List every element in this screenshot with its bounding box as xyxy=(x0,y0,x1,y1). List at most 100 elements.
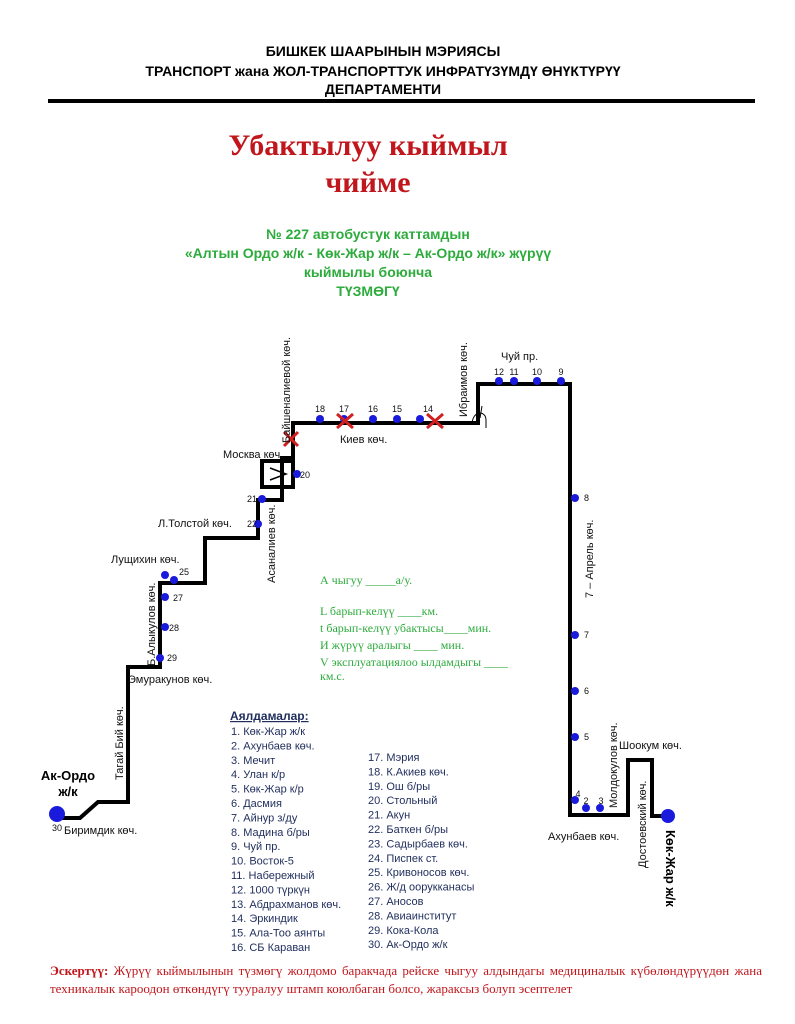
closed-stop-crosses xyxy=(282,412,444,448)
note-label: Эскертүү: xyxy=(50,963,109,978)
stop-2b xyxy=(161,571,169,579)
stop-num-22: 22 xyxy=(247,519,257,529)
legend-column-2: 17. Мэрия 18. К.Акиев көч. 19. Ош б/ры 20. … xyxy=(368,752,474,951)
legend-item: 18. К.Акиев көч. xyxy=(368,766,449,778)
note-text: Жүрүү кыймылынын түзмөгү жолдомо баракча… xyxy=(50,963,762,996)
legend-item: 28. Авиаинститут xyxy=(368,910,456,922)
legend-item: 1. Көк-Жар ж/к xyxy=(231,726,305,738)
stop-21 xyxy=(258,495,266,503)
legend-item: 14. Эркиндик xyxy=(231,913,298,925)
stop-num-8: 8 xyxy=(584,493,589,503)
street-april7: 7 – Апрель көч. xyxy=(584,520,596,598)
info-line-6: км.с. xyxy=(320,669,345,683)
stop-num-20: 20 xyxy=(300,470,310,480)
street-chuy: Чуй пр. xyxy=(501,351,538,363)
stop-terminal-ak-ordo xyxy=(49,806,65,822)
legend-title: Аялдамалар: xyxy=(230,709,309,723)
stop-num-9: 9 xyxy=(558,367,563,377)
legend-item: 21. Акун xyxy=(368,810,410,822)
street-asanaliev: Асаналиев көч. xyxy=(266,505,278,583)
stop-9 xyxy=(557,377,565,385)
legend-item: 6. Дасмия xyxy=(231,798,282,810)
closed-icon xyxy=(282,430,300,448)
stop-8 xyxy=(571,494,579,502)
stop-28 xyxy=(161,623,169,631)
legend-item: 8. Мадина б/ры xyxy=(231,827,310,839)
stop-num-15: 15 xyxy=(392,404,402,414)
stop-3 xyxy=(596,804,604,812)
street-ibraimov: Ибраимов көч. xyxy=(458,342,470,417)
title-line-1: Убактылуу кыймыл xyxy=(228,129,508,162)
stop-18 xyxy=(316,415,324,423)
stop-num-2: 2 xyxy=(583,796,588,806)
stop-16 xyxy=(369,415,377,423)
closed-icon xyxy=(426,412,444,430)
stop-4 xyxy=(571,796,579,804)
legend-item: 25. Кривоносов көч. xyxy=(368,867,469,879)
stop-14 xyxy=(416,415,424,423)
street-kiev: Киев көч. xyxy=(340,434,387,446)
street-shookum: Шоокум көч. xyxy=(619,740,682,752)
stop-num-30: 30 xyxy=(52,823,62,833)
legend-item: 29. Кока-Кола xyxy=(368,925,439,937)
stop-12 xyxy=(495,377,503,385)
stop-num-21: 21 xyxy=(247,494,257,504)
stop-6 xyxy=(571,687,579,695)
stop-7 xyxy=(571,631,579,639)
stop-num-16: 16 xyxy=(368,404,378,414)
stop-27 xyxy=(161,593,169,601)
u-turn-icon xyxy=(471,412,487,428)
legend-item: 30. Ак-Ордо ж/к xyxy=(368,939,448,951)
stop-20 xyxy=(293,470,301,478)
stop-5 xyxy=(571,733,579,741)
stop-dots xyxy=(156,377,604,812)
subtitle-line-1: № 227 автобустук каттамдын xyxy=(266,226,470,242)
legend-item: 10. Восток-5 xyxy=(231,856,294,868)
header-line-1: БИШКЕК ШААРЫНЫН МЭРИЯСЫ xyxy=(266,43,501,59)
stop-num-14: 14 xyxy=(423,404,433,414)
header-line-3: ДЕПАРТАМЕНТИ xyxy=(325,81,441,97)
street-baishenalieva: Байшеналиевой көч. xyxy=(281,337,293,443)
legend-item: 3. Мечит xyxy=(231,755,275,767)
subtitle-line-2: «Алтын Ордо ж/к - Көк-Жар ж/к – Ак-Ордо … xyxy=(185,245,552,261)
legend-item: 17. Мэрия xyxy=(368,752,420,764)
street-lushchikhin: Лущихин көч. xyxy=(111,554,180,566)
stop-num-17: 17 xyxy=(339,404,349,414)
legend-item: 15. Ала-Тоо аянты xyxy=(231,928,325,940)
info-line-3: t барып-келүү убактысы____мин. xyxy=(320,621,491,635)
terminal-kok-jar-label: Көк-Жар ж/к xyxy=(663,830,678,907)
legend-item: 13. Абдрахманов көч. xyxy=(231,899,341,911)
stop-num-5: 5 xyxy=(584,732,589,742)
stop-15 xyxy=(393,415,401,423)
legend-item: 4. Улан к/р xyxy=(231,769,285,781)
street-l-tolstoy: Л.Толстой көч. xyxy=(158,518,232,530)
legend-item: 12. 1000 түркүн xyxy=(231,884,310,896)
stop-10 xyxy=(533,377,541,385)
legend-item: 11. Набережный xyxy=(231,870,314,882)
street-akhunbaev: Ахунбаев көч. xyxy=(548,831,619,843)
info-line-2: L барып-келүү ____км. xyxy=(320,604,438,618)
stop-num-10: 10 xyxy=(532,367,542,377)
legend-item: 19. Ош б/ры xyxy=(368,781,430,793)
stop-terminal-kok-jar xyxy=(661,809,675,823)
info-line-1: А чыгуу _____а/у. xyxy=(320,573,412,587)
terminal-ak-ordo-label-2: ж/к xyxy=(57,784,78,799)
header-line-2: ТРАНСПОРТ жана ЖОЛ-ТРАНСПОРТТУК ИНФРАТҮЗ… xyxy=(145,63,620,79)
stop-11 xyxy=(510,377,518,385)
legend-item: 5. Көк-Жар к/р xyxy=(231,784,304,796)
stop-num-25: 25 xyxy=(179,567,189,577)
stop-num-7: 7 xyxy=(584,630,589,640)
street-b-alykulov: Б.Алыкулов көч. xyxy=(146,583,158,666)
stop-29 xyxy=(156,654,164,662)
loop-arrow-icon xyxy=(269,467,289,481)
info-line-4: И жүрүү аралыгы ____ мин. xyxy=(320,638,464,652)
subtitle-line-3: кыймылы боюнча xyxy=(304,264,432,280)
stop-num-4: 4 xyxy=(575,789,580,799)
legend-item: 20. Стольный xyxy=(368,795,437,807)
info-line-5: V эксплуатациялоо ылдамдыгы ____ xyxy=(320,655,509,669)
title-line-2: чийме xyxy=(325,166,410,199)
stop-2 xyxy=(582,804,590,812)
stop-num-11: 11 xyxy=(509,367,518,377)
legend-item: 9. Чуй пр. xyxy=(231,841,280,853)
